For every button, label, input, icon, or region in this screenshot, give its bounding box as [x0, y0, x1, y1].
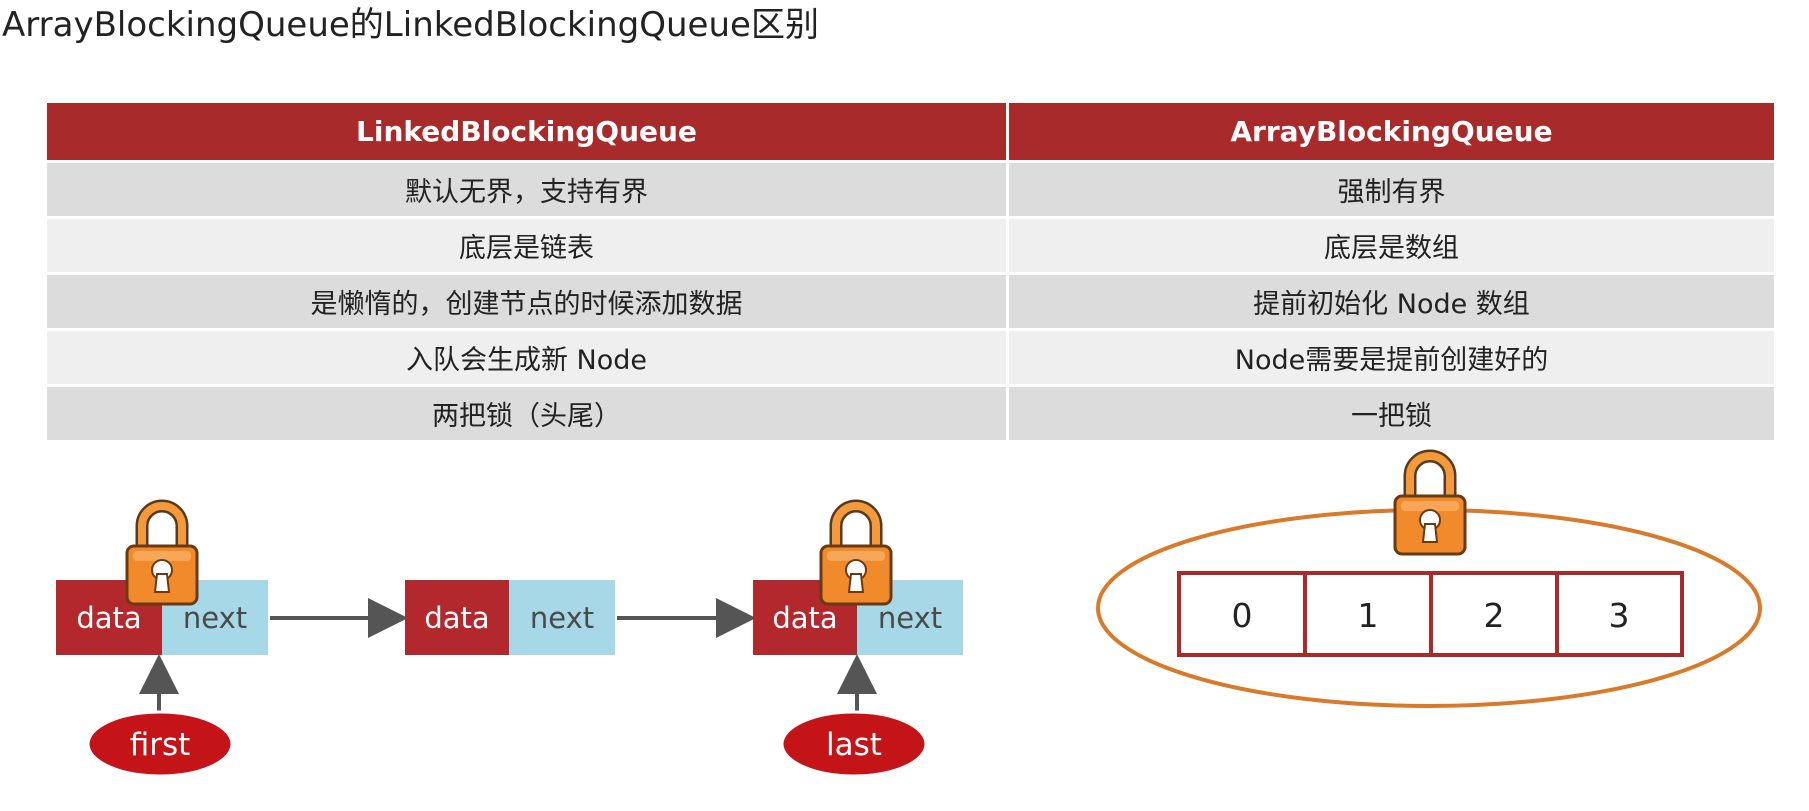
- cell-linked: 底层是链表: [47, 216, 1009, 272]
- last-pointer-label: last: [826, 727, 882, 763]
- lock-icon: [127, 506, 197, 604]
- table-row: 两把锁（头尾） 一把锁: [47, 384, 1774, 440]
- array-structure: 0 1 2 3: [1177, 571, 1684, 657]
- array-cell-3: 3: [1609, 596, 1630, 635]
- linked-node-last: data next: [753, 580, 963, 655]
- header-linked: LinkedBlockingQueue: [47, 103, 1009, 160]
- comparison-table: LinkedBlockingQueue ArrayBlockingQueue 默…: [47, 103, 1774, 440]
- lock-icon: [1395, 456, 1465, 554]
- cell-linked: 入队会生成新 Node: [47, 328, 1009, 384]
- node-next-label: next: [183, 601, 247, 635]
- array-cell-1: 1: [1358, 596, 1379, 635]
- table-row: 入队会生成新 Node Node需要是提前创建好的: [47, 328, 1774, 384]
- header-array: ArrayBlockingQueue: [1009, 103, 1774, 160]
- lock-icon: [821, 506, 891, 604]
- array-cell-0: 0: [1232, 596, 1253, 635]
- node-data-label: data: [76, 601, 141, 635]
- cell-array: 提前初始化 Node 数组: [1009, 272, 1774, 328]
- cell-array: 底层是数组: [1009, 216, 1774, 272]
- table-header-row: LinkedBlockingQueue ArrayBlockingQueue: [47, 103, 1774, 160]
- first-pointer-label: first: [130, 727, 191, 763]
- node-data-cell: [405, 580, 509, 655]
- last-pointer: [780, 710, 928, 778]
- table-row: 是懒惰的，创建节点的时候添加数据 提前初始化 Node 数组: [47, 272, 1774, 328]
- array-cell-2: 2: [1484, 596, 1505, 635]
- node-next-cell: [509, 580, 615, 655]
- table-row: 底层是链表 底层是数组: [47, 216, 1774, 272]
- table-row: 默认无界，支持有界 强制有界: [47, 160, 1774, 216]
- cell-linked: 默认无界，支持有界: [47, 160, 1009, 216]
- node-data-label: data: [424, 601, 489, 635]
- cell-linked: 是懒惰的，创建节点的时候添加数据: [47, 272, 1009, 328]
- first-pointer: [86, 710, 234, 778]
- node-data-label: data: [772, 601, 837, 635]
- page-title: ArrayBlockingQueue的LinkedBlockingQueue区别: [2, 5, 819, 45]
- cell-array: 一把锁: [1009, 384, 1774, 440]
- linked-node-middle: data next: [405, 580, 615, 655]
- cell-array: 强制有界: [1009, 160, 1774, 216]
- cell-array: Node需要是提前创建好的: [1009, 328, 1774, 384]
- node-next-label: next: [878, 601, 942, 635]
- node-next-label: next: [530, 601, 594, 635]
- cell-linked: 两把锁（头尾）: [47, 384, 1009, 440]
